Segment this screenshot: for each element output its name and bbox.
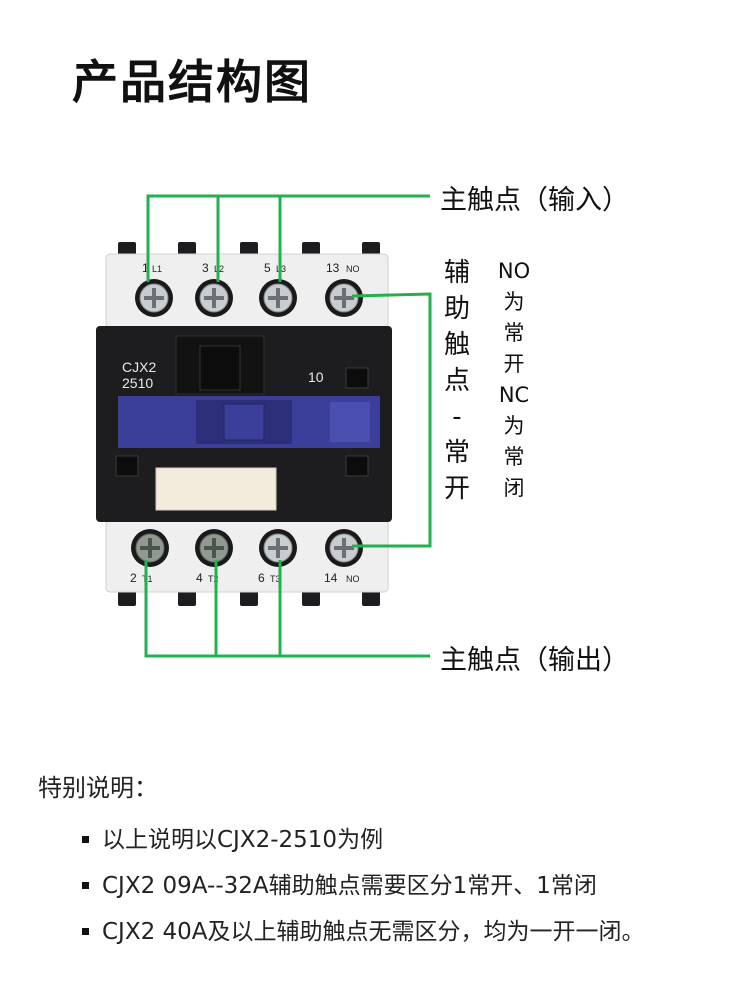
bottom-screws: [131, 529, 363, 567]
no-nc-char: NC: [498, 383, 530, 407]
screw-icon: [195, 529, 233, 567]
list-item: CJX2 40A及以上辅助触点无需区分，均为一开一闭。: [82, 912, 645, 958]
model-line1: CJX2: [122, 359, 156, 375]
bottom-terminal-6-num: 6: [258, 571, 265, 585]
no-nc-char: 为: [503, 290, 525, 314]
note-text: CJX2 40A及以上辅助触点无需区分，均为一开一闭。: [102, 919, 645, 945]
aux-char: 开: [443, 474, 470, 504]
screw-icon: [195, 279, 233, 317]
label-no-nc-vertical: NO 为 常 开 NC 为 常 闭: [489, 256, 539, 504]
top-terminal-3-num: 3: [202, 261, 209, 275]
bottom-terminal-4-num: 4: [196, 571, 203, 585]
bullet-icon: [82, 836, 89, 843]
no-nc-char: 为: [503, 414, 525, 438]
bottom-terminal-2-num: 2: [130, 571, 137, 585]
bullet-icon: [82, 882, 89, 889]
aux-char: 点: [443, 366, 470, 396]
aux-char: 触: [443, 330, 470, 360]
contactor-diagram: CJX2 2510 10 1 L1 3 L2 5 L3 13 NO 2 T1 4…: [96, 194, 432, 658]
list-item: 以上说明以CJX2-2510为例: [82, 820, 645, 866]
bottom-terminal-4-sub: T2: [208, 574, 219, 584]
no-nc-char: 常: [503, 321, 525, 345]
model-line2: 2510: [122, 375, 153, 391]
top-terminal-13-sub: NO: [346, 264, 360, 274]
screw-icon: [259, 279, 297, 317]
no-nc-char: 闭: [503, 476, 525, 500]
screw-icon: [259, 529, 297, 567]
label-main-output: 主触点（输出）: [440, 645, 629, 676]
label-aux-contact-vertical: 辅 助 触 点 - 常 开: [437, 255, 477, 507]
top-screws: [135, 279, 363, 317]
bottom-terminal-6-sub: T3: [270, 574, 281, 584]
list-item: CJX2 09A--32A辅助触点需要区分1常开、1常闭: [82, 866, 645, 912]
no-nc-char: 开: [503, 352, 525, 376]
notes-list: 以上说明以CJX2-2510为例 CJX2 09A--32A辅助触点需要区分1常…: [82, 820, 645, 958]
aux-char: 助: [443, 294, 470, 324]
aux-code: 10: [308, 369, 324, 385]
no-nc-char: 常: [503, 445, 525, 469]
aux-char: 辅: [443, 258, 470, 288]
page-title: 产品结构图: [72, 55, 312, 109]
note-text: 以上说明以CJX2-2510为例: [102, 827, 384, 853]
screw-icon: [135, 279, 173, 317]
aux-char: -: [452, 402, 462, 432]
bottom-terminal-14-num: 14: [324, 571, 338, 585]
label-main-input: 主触点（输入）: [440, 185, 629, 216]
notes-heading: 特别说明：: [38, 774, 158, 802]
aux-char: 常: [443, 438, 470, 468]
callout-lines: [144, 194, 432, 658]
no-nc-char: NO: [497, 259, 531, 283]
top-terminal-1-sub: L1: [152, 264, 162, 274]
screw-icon: [131, 529, 169, 567]
screw-icon: [325, 529, 363, 567]
bullet-icon: [82, 928, 89, 935]
bottom-terminal-14-sub: NO: [346, 574, 360, 584]
top-terminal-1-num: 1: [142, 261, 149, 275]
screw-icon: [325, 279, 363, 317]
note-text: CJX2 09A--32A辅助触点需要区分1常开、1常闭: [102, 873, 597, 899]
top-terminal-13-num: 13: [326, 261, 340, 275]
label-plate: [155, 467, 277, 511]
top-terminal-5-num: 5: [264, 261, 271, 275]
